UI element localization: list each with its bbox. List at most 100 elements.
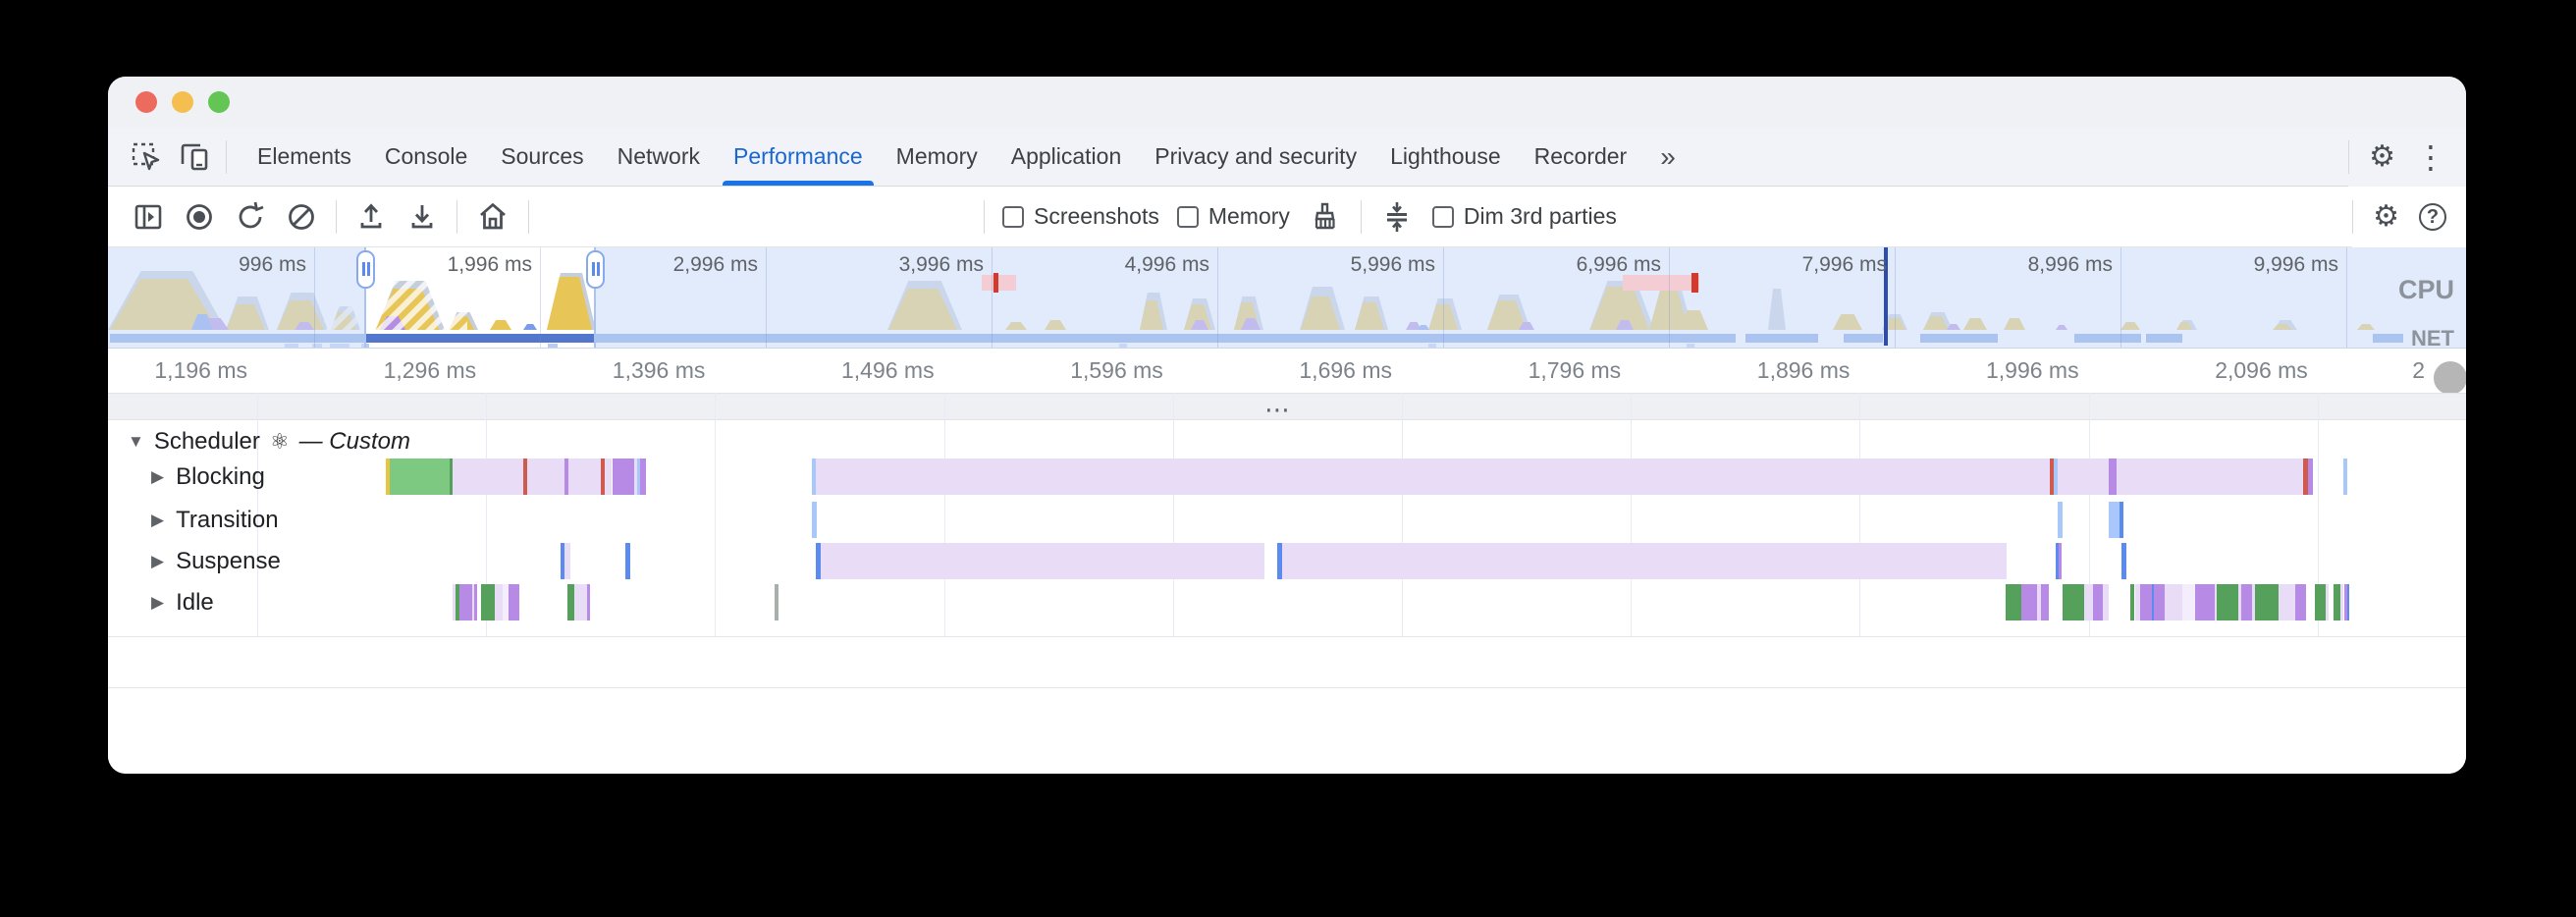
flame-bar-idle[interactable] (2154, 584, 2165, 620)
overflow-drag-dots[interactable]: ⋯ (1264, 395, 1292, 424)
flame-bar-idle[interactable] (2084, 584, 2093, 620)
flame-bar-idle[interactable] (481, 584, 495, 620)
flame-bar-idle[interactable] (2165, 584, 2182, 620)
dim-3rd-parties-checkbox-box[interactable] (1431, 205, 1454, 228)
flame-bar-blocking[interactable] (640, 458, 646, 495)
memory-checkbox-box[interactable] (1176, 205, 1199, 228)
flame-bar-blocking[interactable] (564, 458, 568, 495)
flame-bar-blocking[interactable] (390, 458, 450, 495)
flame-bar-idle[interactable] (2041, 584, 2049, 620)
devtools-kebab-menu-icon[interactable]: ⋮ (2415, 139, 2446, 175)
flame-bar-blocking[interactable] (450, 458, 453, 495)
scrollbar-thumb[interactable] (2434, 361, 2466, 395)
row-label-blocking[interactable]: ▶ Blocking (151, 458, 265, 496)
flame-bar-idle[interactable] (2344, 584, 2347, 620)
flame-bar-idle[interactable] (567, 584, 574, 620)
flame-bar-suspense[interactable] (564, 543, 570, 579)
flame-bar-blocking[interactable] (2303, 458, 2308, 495)
flame-bar-idle[interactable] (2334, 584, 2340, 620)
devtools-settings-gear-icon[interactable]: ⚙ (2369, 140, 2395, 173)
playhead-line[interactable] (1884, 247, 1888, 346)
row-label-suspense[interactable]: ▶ Suspense (151, 542, 281, 580)
flame-bar-idle[interactable] (2130, 584, 2134, 620)
flame-bar-blocking[interactable] (2050, 458, 2054, 495)
flame-bar-blocking[interactable] (386, 458, 390, 495)
screenshots-checkbox[interactable]: Screenshots (1002, 203, 1159, 230)
dim-3rd-parties-checkbox[interactable]: Dim 3rd parties (1431, 203, 1617, 230)
flame-bar-idle[interactable] (587, 584, 590, 620)
flame-bar-idle[interactable] (2295, 584, 2306, 620)
flame-bar-blocking[interactable] (605, 458, 612, 495)
flame-bar-idle[interactable] (2279, 584, 2295, 620)
toggle-sidebar-icon[interactable] (132, 200, 165, 234)
flame-bar-idle[interactable] (2152, 584, 2154, 620)
flame-bar-idle[interactable] (2315, 584, 2326, 620)
flame-bar-idle[interactable] (2093, 584, 2103, 620)
tab-memory[interactable]: Memory (895, 143, 978, 169)
expand-arrow-icon[interactable]: ▶ (151, 466, 165, 486)
pane-resize-handle[interactable]: ⋯ (108, 393, 2466, 424)
flame-bar-idle[interactable] (2326, 584, 2329, 620)
flame-bar-suspense[interactable] (2121, 543, 2126, 579)
flame-bar-blocking[interactable] (613, 458, 634, 495)
flame-bar-idle[interactable] (2195, 584, 2215, 620)
flame-bar-idle[interactable] (459, 584, 472, 620)
tab-sources[interactable]: Sources (501, 143, 584, 169)
help-icon[interactable]: ? (2419, 203, 2446, 231)
flame-bar-suspense[interactable] (1277, 543, 1282, 579)
flame-bar-blocking[interactable] (601, 458, 605, 495)
flame-bar-blocking[interactable] (527, 458, 564, 495)
more-tabs-chevron-icon[interactable]: » (1660, 140, 1676, 172)
save-profile-icon[interactable] (405, 200, 439, 234)
track-header-scheduler[interactable]: ▼ Scheduler ⚛ — Custom (128, 428, 410, 456)
flame-bar-idle[interactable] (509, 584, 519, 620)
load-profile-icon[interactable] (354, 200, 388, 234)
inspect-element-icon[interactable] (130, 140, 163, 174)
expand-arrow-icon[interactable]: ▶ (151, 551, 165, 570)
tab-lighthouse[interactable]: Lighthouse (1390, 143, 1501, 169)
flame-bar-blocking[interactable] (2343, 458, 2347, 495)
flame-bar-suspense[interactable] (2059, 543, 2062, 579)
flame-bar-blocking[interactable] (2308, 458, 2313, 495)
flame-chart-tracks[interactable]: ▼ Scheduler ⚛ — Custom ▶ Blocking ▶ Tran… (108, 393, 2466, 774)
flame-bar-idle[interactable] (456, 584, 459, 620)
tab-application[interactable]: Application (1010, 143, 1122, 169)
flame-bar-idle[interactable] (2063, 584, 2084, 620)
flame-bar-transition[interactable] (2109, 502, 2120, 538)
flame-bar-idle[interactable] (474, 584, 477, 620)
row-label-transition[interactable]: ▶ Transition (151, 501, 279, 539)
flame-bar-blocking[interactable] (634, 458, 637, 495)
shrink-sections-icon[interactable] (1379, 199, 1415, 235)
flame-bar-suspense[interactable] (1282, 543, 2007, 579)
flame-bar-suspense[interactable] (561, 543, 564, 579)
flame-bar-idle[interactable] (775, 584, 778, 620)
minimize-window-button[interactable] (172, 91, 193, 113)
flame-bar-idle[interactable] (2006, 584, 2021, 620)
flame-bar-idle[interactable] (2252, 584, 2255, 620)
collapse-arrow-icon[interactable]: ▼ (128, 432, 144, 451)
flame-bar-idle[interactable] (2347, 584, 2349, 620)
close-window-button[interactable] (135, 91, 157, 113)
flame-bar-suspense[interactable] (625, 543, 630, 579)
flame-bar-transition[interactable] (812, 502, 817, 538)
flame-bar-suspense[interactable] (2056, 543, 2059, 579)
capture-settings-gear-icon[interactable]: ⚙ (2373, 200, 2399, 233)
tab-recorder[interactable]: Recorder (1533, 143, 1628, 169)
screenshots-checkbox-box[interactable] (1002, 205, 1024, 228)
flame-bar-blocking[interactable] (453, 458, 523, 495)
collect-garbage-icon[interactable] (1308, 199, 1343, 235)
flame-bar-blocking[interactable] (816, 458, 2050, 495)
tab-elements[interactable]: Elements (257, 143, 351, 169)
flame-bar-idle[interactable] (2217, 584, 2238, 620)
tab-network[interactable]: Network (617, 143, 700, 169)
flame-bar-blocking[interactable] (568, 458, 601, 495)
flame-bar-idle[interactable] (2340, 584, 2343, 620)
flame-bar-idle[interactable] (2182, 584, 2195, 620)
flame-bar-blocking[interactable] (812, 458, 816, 495)
flame-bar-blocking[interactable] (2054, 458, 2058, 495)
home-icon[interactable] (475, 199, 510, 235)
tab-privacy-and-security[interactable]: Privacy and security (1154, 143, 1358, 169)
flame-bar-suspense[interactable] (816, 543, 821, 579)
flame-bar-blocking[interactable] (2109, 458, 2117, 495)
tab-performance[interactable]: Performance (717, 128, 880, 186)
